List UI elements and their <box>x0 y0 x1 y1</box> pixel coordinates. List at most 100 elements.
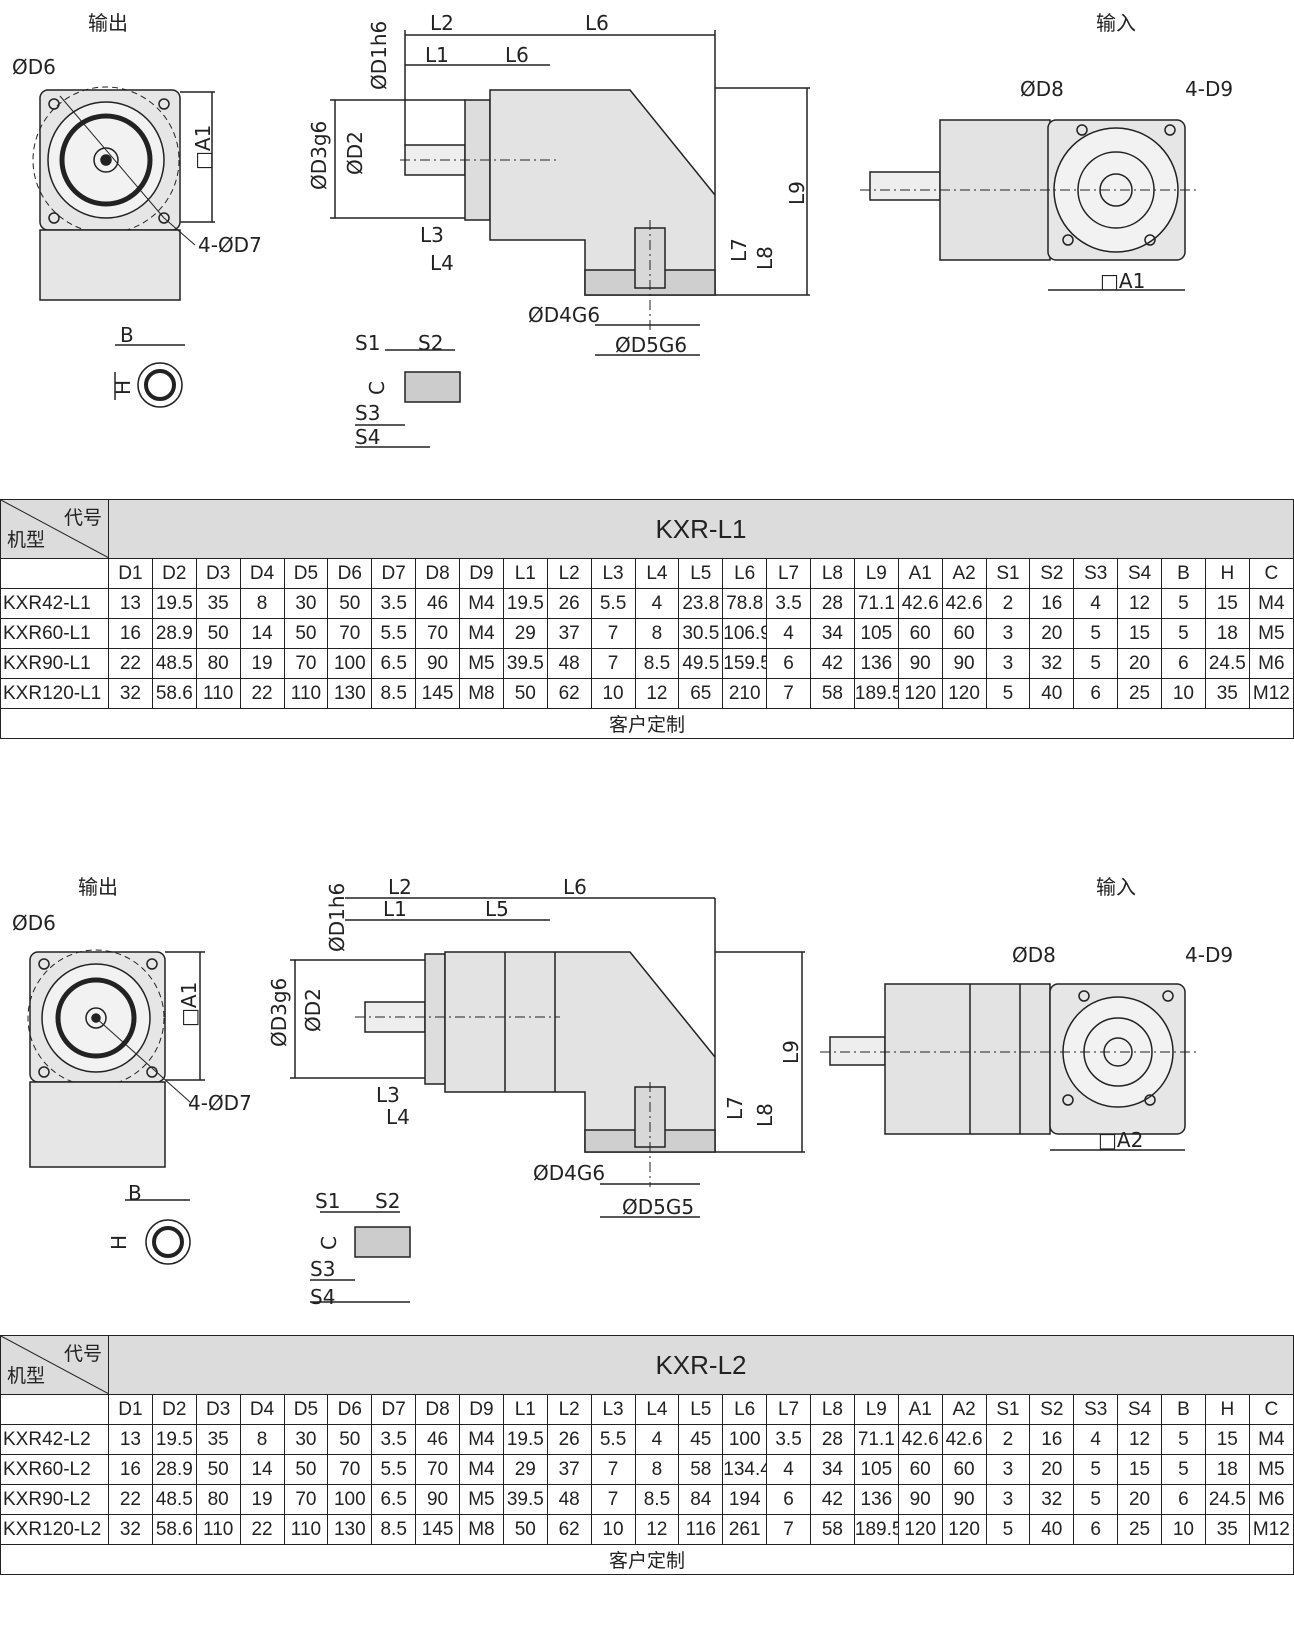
value-cell: 2 <box>985 588 1031 619</box>
side-input-bore <box>634 227 666 289</box>
label-d4: ØD4G6 <box>528 303 600 327</box>
value-cell: 136 <box>853 1484 899 1515</box>
value-cell: 35 <box>1204 678 1250 709</box>
value-cell: 22 <box>239 1514 285 1545</box>
value-cell: 15 <box>1117 1454 1162 1485</box>
value-cell: 34 <box>810 618 855 649</box>
label-l1: L1 <box>383 897 407 921</box>
value-cell: 136 <box>853 648 899 679</box>
label-d2: ØD2 <box>343 131 367 175</box>
value-cell: 210 <box>722 678 768 709</box>
value-cell: 8 <box>239 588 285 619</box>
value-cell: 58.6 <box>151 1514 197 1545</box>
value-cell: 19.5 <box>502 1424 548 1455</box>
label-s2: S2 <box>418 331 443 355</box>
value-cell: M5 <box>1248 618 1294 649</box>
value-cell: 10 <box>590 1514 636 1545</box>
value-cell: 6 <box>1073 1514 1119 1545</box>
label-l3: L3 <box>376 1083 400 1107</box>
label-a1: □A1 <box>177 982 201 1027</box>
label-l5: L5 <box>485 897 509 921</box>
label-d3: ØD3g6 <box>267 978 291 1047</box>
label-l9: L9 <box>779 1040 803 1064</box>
section-kxr-l2: 输出 输入 ØD6 4-ØD7 L2 L6 L1 L5 L3 L4 ØD4G6 … <box>0 870 1294 1634</box>
column-header: L6 <box>722 558 768 589</box>
column-header: D8 <box>415 558 460 589</box>
value-cell: 16 <box>1029 1424 1075 1455</box>
value-cell: 16 <box>1029 588 1075 619</box>
column-header: D5 <box>283 1394 329 1425</box>
label-b: B <box>128 1181 142 1205</box>
value-cell: M8 <box>459 678 504 709</box>
column-header: B <box>1161 558 1206 589</box>
value-cell: 5 <box>1161 1454 1206 1485</box>
value-cell: 110 <box>283 1514 329 1545</box>
value-cell: 62 <box>546 678 592 709</box>
column-header: C <box>1248 558 1294 589</box>
column-header: H <box>1204 558 1250 589</box>
label-l6-inner: L6 <box>505 43 529 67</box>
value-cell: 105 <box>853 1454 899 1485</box>
column-header: L5 <box>678 558 724 589</box>
side-body <box>489 89 716 296</box>
value-cell: 3.5 <box>766 1424 811 1455</box>
value-cell: 4 <box>766 1454 811 1485</box>
value-cell: 3 <box>985 618 1031 649</box>
value-cell: 6 <box>1073 678 1119 709</box>
column-header: L2 <box>546 558 592 589</box>
column-header: D7 <box>371 1394 417 1425</box>
table-corner: 代号 机型 <box>0 499 109 559</box>
column-header: D6 <box>327 1394 373 1425</box>
label-a1: □A1 <box>191 125 215 170</box>
label-l3: L3 <box>420 223 444 247</box>
value-cell: 71.1 <box>853 588 899 619</box>
value-cell: 7 <box>590 1484 636 1515</box>
value-cell: 28.9 <box>151 1454 197 1485</box>
value-cell: 42.6 <box>897 1424 943 1455</box>
value-cell: 90 <box>415 1484 460 1515</box>
value-cell: 159.5 <box>722 648 768 679</box>
column-header: S2 <box>1029 558 1075 589</box>
value-cell: 22 <box>239 678 285 709</box>
column-header: D1 <box>108 1394 153 1425</box>
label-s4: S4 <box>355 425 380 449</box>
column-header: L7 <box>766 1394 811 1425</box>
value-cell: 28 <box>810 1424 855 1455</box>
value-cell: 19.5 <box>151 1424 197 1455</box>
column-header: S4 <box>1117 558 1162 589</box>
label-input: 输入 <box>1096 875 1136 899</box>
value-cell: 34 <box>810 1454 855 1485</box>
column-header: L2 <box>546 1394 592 1425</box>
model-cell: KXR42-L1 <box>0 588 109 619</box>
value-cell: 13 <box>108 588 153 619</box>
value-cell: 60 <box>941 1454 987 1485</box>
label-d5: ØD5G6 <box>615 333 687 357</box>
label-d8: ØD8 <box>1020 77 1064 101</box>
value-cell: 110 <box>195 678 241 709</box>
value-cell: 50 <box>283 618 329 649</box>
value-cell: 78.8 <box>722 588 768 619</box>
column-header: L1 <box>502 1394 548 1425</box>
table-footer: 客户定制 <box>0 1544 1294 1575</box>
column-header: L5 <box>678 1394 724 1425</box>
value-cell: 30.5 <box>678 618 724 649</box>
value-cell: 3.5 <box>371 588 417 619</box>
value-cell: 84 <box>678 1484 724 1515</box>
model-cell: KXR60-L2 <box>0 1454 109 1485</box>
value-cell: 3 <box>985 1454 1031 1485</box>
value-cell: 50 <box>502 678 548 709</box>
column-header: D9 <box>459 1394 504 1425</box>
value-cell: 5.5 <box>590 1424 636 1455</box>
value-cell: 6 <box>1161 648 1206 679</box>
value-cell: 189.5 <box>853 678 899 709</box>
value-cell: M12 <box>1248 1514 1294 1545</box>
label-d8: ØD8 <box>1012 943 1056 967</box>
column-header: L4 <box>634 558 680 589</box>
value-cell: 5 <box>1161 618 1206 649</box>
label-d1: ØD1h6 <box>325 883 349 952</box>
value-cell: 15 <box>1117 618 1162 649</box>
